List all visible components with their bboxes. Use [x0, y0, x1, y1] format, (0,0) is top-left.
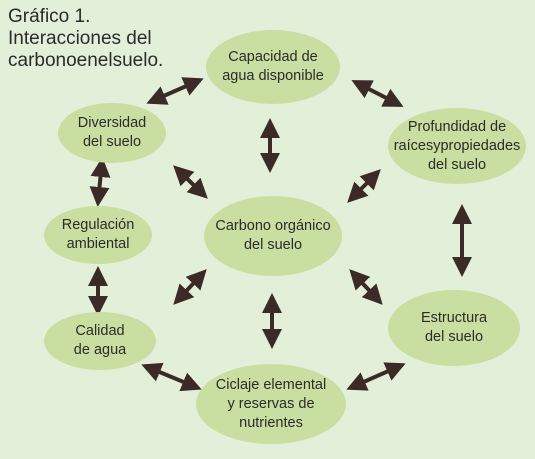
arrow-regulacion-diversidad [89, 157, 111, 207]
node-label: del suelo [82, 134, 142, 150]
node-estructura-suelo: Estructura del suelo [388, 290, 520, 366]
node-calidad-agua: Calidad de agua [44, 312, 156, 370]
node-label: ambiental [66, 236, 130, 252]
node-regulacion-ambiental: Regulación ambiental [44, 206, 152, 264]
node-label: Diversidad [77, 115, 147, 131]
node-profundidad-raices: Profundidad de raícesypropiedades del su… [388, 108, 526, 184]
arrow-capacidad-profundidad [351, 80, 404, 107]
node-label: de agua [73, 342, 127, 358]
node-label: Capacidad de [228, 49, 318, 65]
arrow-carbono-profundidad [347, 169, 381, 203]
arrow-capacidad-diversidad [146, 77, 204, 105]
diagram-title: Gráfico 1. Interacciones del carbonoenel… [8, 6, 163, 72]
node-label: del suelo [243, 237, 303, 253]
node-label: raícesypropiedades [393, 137, 521, 154]
arrow-carbono-diversidad [173, 165, 208, 199]
node-carbono-organico: Carbono orgánico del suelo [204, 196, 342, 276]
node-label: Regulación [61, 217, 135, 233]
node-label: agua disponible [222, 68, 324, 84]
node-label: del suelo [424, 329, 484, 345]
node-label: y reservas de [227, 395, 315, 412]
node-diversidad-suelo: Diversidad del suelo [58, 103, 166, 163]
title-line-3: carbonoenelsuelo. [8, 50, 164, 71]
arrow-carbono-estructura [349, 269, 383, 305]
node-label: Profundidad de [407, 118, 507, 135]
node-label: del suelo [427, 156, 487, 173]
node-label: nutrientes [239, 414, 303, 431]
title-line-2: Interacciones del [8, 28, 152, 49]
node-capacidad-agua: Capacidad de agua disponible [206, 30, 340, 104]
title-line-1: Gráfico 1. [8, 6, 91, 27]
arrow-carbono-calidad [173, 269, 207, 305]
node-label: Calidad [75, 323, 125, 339]
node-ciclaje-elemental: Ciclaje elemental y reservas de nutrient… [196, 364, 346, 444]
node-label: Ciclaje elemental [215, 376, 327, 393]
arrow-estructura-ciclaje [346, 362, 406, 391]
arrow-ciclaje-calidad [141, 362, 202, 392]
node-label: Estructura [420, 310, 488, 326]
node-label: Carbono orgánico [215, 218, 331, 234]
